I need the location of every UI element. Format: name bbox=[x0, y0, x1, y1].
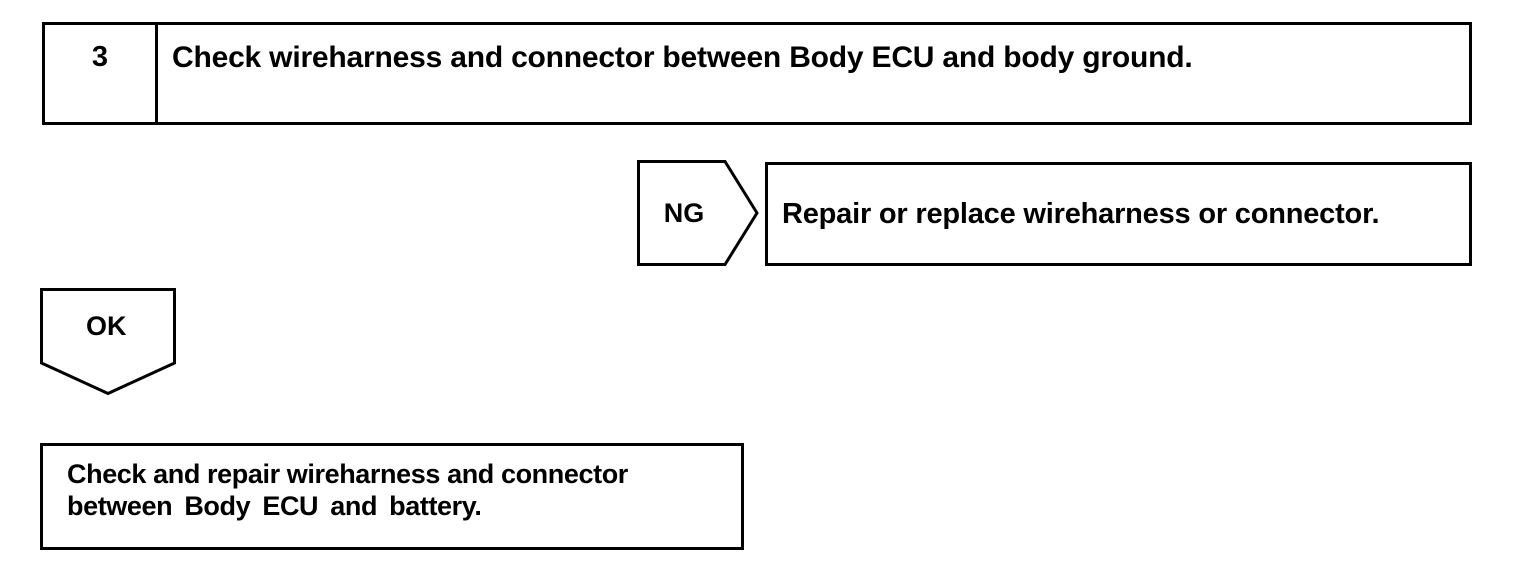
final-action-text: Check and repair wireharness and connect… bbox=[67, 458, 735, 522]
step-instruction-text: Check wireharness and connector between … bbox=[172, 41, 1193, 74]
step-box-divider bbox=[155, 25, 158, 122]
ok-arrow-shape bbox=[40, 288, 176, 395]
ng-arrow-shape bbox=[637, 160, 759, 266]
final-action-line-2: between Body ECU and battery. bbox=[67, 491, 482, 521]
final-action-box: Check and repair wireharness and connect… bbox=[40, 443, 744, 550]
ng-result-box: Repair or replace wireharness or connect… bbox=[765, 162, 1472, 266]
step-number: 3 bbox=[91, 41, 109, 73]
ng-result-text: Repair or replace wireharness or connect… bbox=[782, 197, 1380, 230]
step-box: 3 Check wireharness and connector betwee… bbox=[42, 22, 1472, 125]
final-action-line-1: Check and repair wireharness and connect… bbox=[67, 459, 628, 489]
